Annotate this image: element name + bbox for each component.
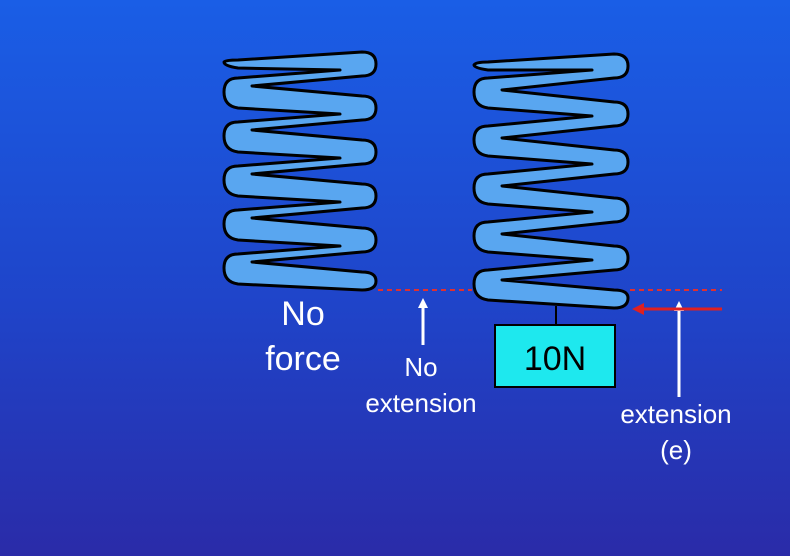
no-force-label-line2: force: [265, 340, 341, 378]
no-force-label-line1: No: [281, 295, 324, 333]
weight-label: 10N: [524, 340, 586, 378]
left-spring-icon: [222, 50, 378, 292]
weight-box: [494, 324, 616, 388]
no-extension-label-line2: extension: [365, 388, 476, 418]
extension-label-line1: extension: [620, 399, 731, 429]
extension-label-line2: (e): [660, 435, 692, 465]
no-extension-label-line1: No: [404, 352, 437, 382]
right-spring-icon: [472, 52, 630, 310]
